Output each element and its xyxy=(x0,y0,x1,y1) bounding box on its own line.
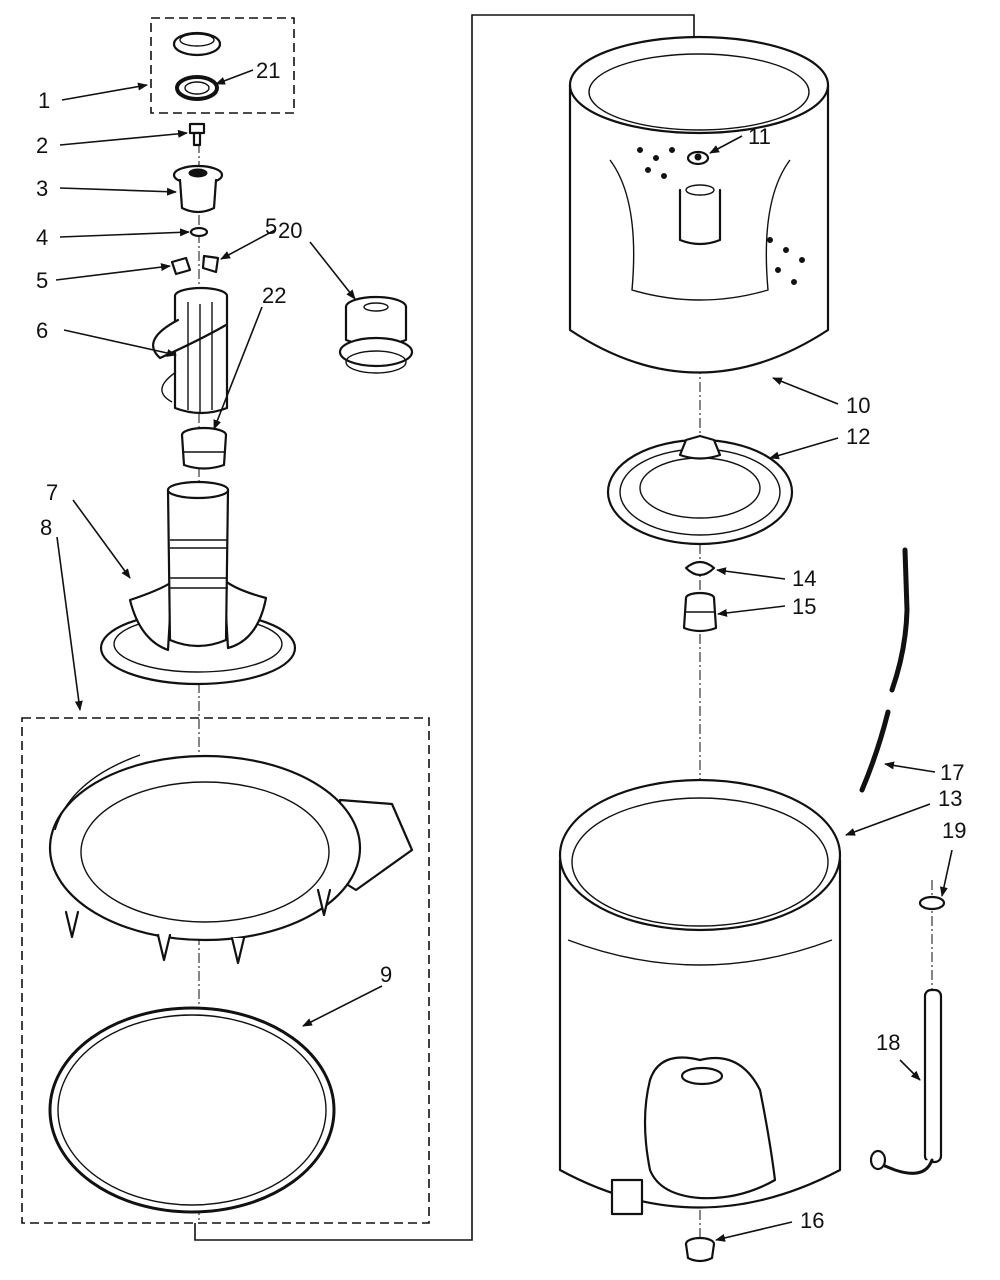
callout-21: 21 xyxy=(256,58,280,83)
part-3-hub xyxy=(172,164,224,214)
callout-12: 12 xyxy=(846,424,870,449)
lid-seal-group-box xyxy=(21,717,430,1224)
callout-16: 16 xyxy=(800,1208,824,1233)
callout-18: 18 xyxy=(876,1030,900,1055)
part-13-outer-tub xyxy=(558,778,842,1216)
callout-6: 6 xyxy=(36,318,48,343)
part-5-dog-left xyxy=(170,256,192,276)
part-8-tub-ring xyxy=(48,754,414,965)
assembly-connector-line xyxy=(194,14,695,1241)
callout-3: 3 xyxy=(36,176,48,201)
part-7-agitator-base xyxy=(99,480,297,686)
callout-14: 14 xyxy=(792,566,816,591)
part-14-clip xyxy=(684,560,716,577)
part-9-seal xyxy=(48,1006,336,1214)
callout-10: 10 xyxy=(846,393,870,418)
part-10-spin-basket xyxy=(568,35,830,374)
callout-4: 4 xyxy=(36,225,48,250)
part-11-nut xyxy=(686,150,710,166)
part-19-clamp xyxy=(918,895,946,911)
part-12-drive-ring xyxy=(606,434,794,546)
callout-8: 8 xyxy=(40,515,52,540)
cap-group-box xyxy=(150,17,295,114)
callout-1: 1 xyxy=(38,88,50,113)
callout-19: 19 xyxy=(942,818,966,843)
part-20-pulley xyxy=(338,295,414,374)
callout-11: 11 xyxy=(748,124,771,149)
part-21-ring xyxy=(175,75,219,101)
part-17-hose xyxy=(859,547,910,793)
part-4-washer xyxy=(189,226,209,238)
callout-22: 22 xyxy=(262,283,286,308)
part-18-drain-hose xyxy=(869,988,943,1175)
callout-9: 9 xyxy=(380,962,392,987)
callout-7: 7 xyxy=(46,480,58,505)
part-1-cap xyxy=(172,31,222,57)
part-22-bushing xyxy=(180,426,228,470)
callout-13: 13 xyxy=(938,786,962,811)
part-2-bolt xyxy=(188,122,206,147)
callout-leaders xyxy=(55,69,953,1242)
part-6-auger xyxy=(152,286,229,415)
callout-5-right: 5 xyxy=(265,214,277,239)
part-5-dog-right xyxy=(201,254,220,274)
callout-17: 17 xyxy=(940,760,964,785)
part-16-plug xyxy=(684,1236,716,1263)
callout-20: 20 xyxy=(278,218,302,243)
part-15-hub xyxy=(682,591,718,633)
callout-15: 15 xyxy=(792,594,816,619)
callout-labels: 1 2 3 4 5 5 6 7 8 9 10 11 12 13 14 15 16… xyxy=(36,58,966,1233)
callout-2: 2 xyxy=(36,133,48,158)
callout-5-left: 5 xyxy=(36,268,48,293)
